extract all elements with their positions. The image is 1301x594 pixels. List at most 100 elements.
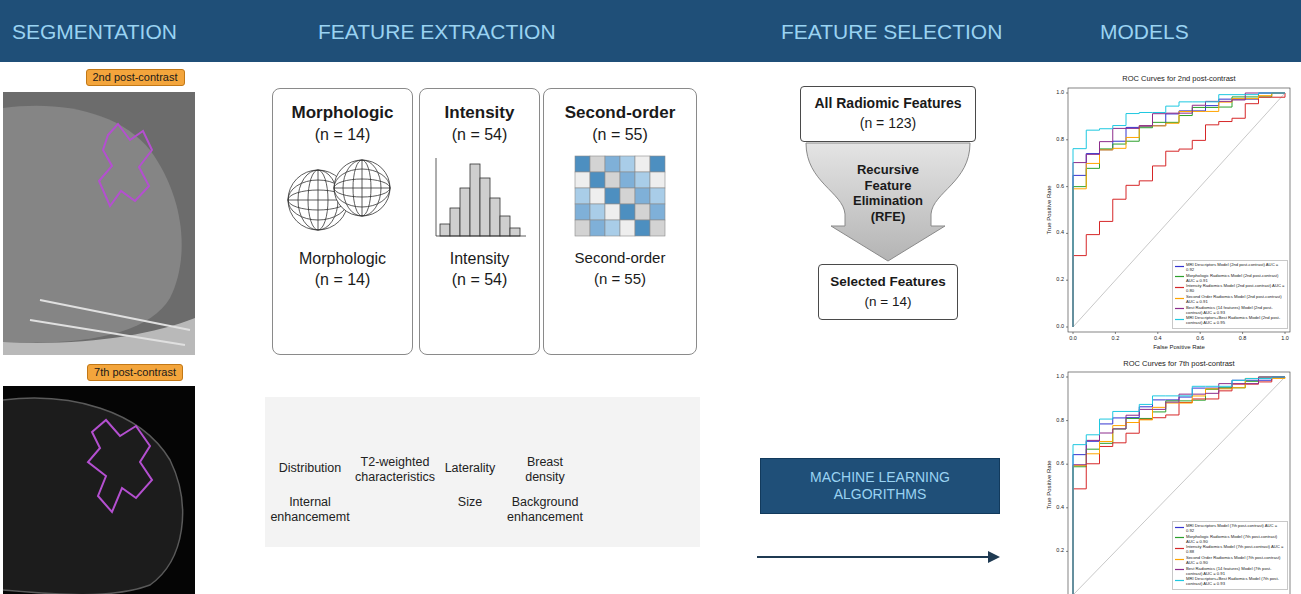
tick-label: 1.0	[1281, 336, 1289, 342]
legend-entry: Second Order Radiomics Model (7th post-c…	[1175, 556, 1285, 566]
descriptor-caption: Size	[440, 495, 500, 510]
chart-legend: MRI Descriptors Model (7th post-contrast…	[1172, 521, 1288, 590]
tick-label: 0.8	[1056, 418, 1064, 424]
histogram-bar	[510, 228, 520, 236]
feature-text: Intensity	[424, 249, 535, 268]
count-text: All Radiomic Features	[805, 95, 971, 112]
funnel-arrow: Recursive Feature Elimination (RFE)	[805, 142, 971, 262]
legend-text: Intensity Radiomics Model (7th post-cont…	[1186, 545, 1285, 555]
roc-charts	[1066, 88, 1290, 594]
breast-outline	[3, 398, 183, 594]
grid-cell	[650, 172, 665, 188]
axis-label: True Positive Rate	[1046, 185, 1052, 234]
legend-line	[1175, 317, 1184, 322]
feature-text: Second-order	[548, 249, 692, 267]
grid-cell	[635, 188, 650, 204]
tick-mark	[1242, 332, 1243, 334]
histogram-icon	[436, 158, 526, 236]
grid-cell	[635, 156, 650, 172]
grid-cell	[650, 220, 665, 236]
grid-cell	[575, 156, 590, 172]
tick-label: 0.4	[1154, 336, 1162, 342]
grid-cell	[590, 220, 605, 236]
grid-cell	[635, 204, 650, 220]
feature-text: Intensity	[424, 103, 535, 123]
tick-label: 0.4	[1056, 231, 1064, 237]
grid-cell	[590, 188, 605, 204]
histogram-bar	[500, 216, 510, 236]
legend-line	[1175, 535, 1184, 540]
grid-cell	[575, 172, 590, 188]
tick-label: 0.2	[1056, 277, 1064, 283]
tick-mark	[1066, 233, 1068, 234]
tag-text: 2nd post-contrast	[93, 71, 178, 84]
legend-line	[1175, 264, 1184, 269]
tick-mark	[1073, 332, 1074, 334]
grid-cell	[605, 220, 620, 236]
count-text: (n = 123)	[805, 115, 971, 132]
tick-mark	[1066, 551, 1068, 552]
legend-line	[1175, 557, 1184, 562]
tick-label: 0.0	[1069, 336, 1077, 342]
legend-line	[1175, 285, 1184, 290]
legend-entry: Best Radiomics (14 features) Model (2nd …	[1175, 306, 1285, 316]
descriptor-caption: T2-weighted characteristics	[348, 455, 443, 485]
grid-cell	[575, 220, 590, 236]
section-heading: SEGMENTATION	[12, 19, 177, 44]
roc-plot	[1066, 88, 1290, 334]
legend-text: Best Radiomics (14 features) Model (2nd …	[1186, 306, 1285, 316]
tick-label: 1.0	[1056, 374, 1064, 380]
legend-entry: MRI Descriptors Model (7th post-contrast…	[1175, 524, 1285, 534]
legend-text: Second Order Radiomics Model (7th post-c…	[1186, 556, 1285, 566]
legend-text: Intensity Radiomics Model (2nd post-cont…	[1186, 284, 1285, 294]
chart-title: ROC Curves for 7th post-contrast	[1123, 360, 1234, 368]
axis-label: False Positive Rate	[1153, 344, 1205, 350]
legend-entry: Intensity Radiomics Model (2nd post-cont…	[1175, 284, 1285, 294]
sphere-icon	[288, 160, 390, 230]
plot-frame	[1068, 372, 1290, 594]
grid-cell	[635, 172, 650, 188]
feature-group-box: Intensity(n = 54)Intensity(n = 54)	[419, 88, 540, 355]
tick-label: 0.4	[1056, 505, 1064, 511]
feature-text: (n = 54)	[424, 125, 535, 144]
funnel-text: Recursive Feature Elimination (RFE)	[843, 162, 933, 224]
tick-label: 1.0	[1056, 90, 1064, 96]
tick-label: 0.8	[1239, 336, 1247, 342]
tick-mark	[1066, 377, 1068, 378]
histogram-axis	[436, 158, 437, 236]
legend-text: Morphologic Radiomics Model (2nd post-co…	[1186, 274, 1285, 284]
histogram-bar	[480, 178, 490, 236]
grid-cell	[620, 188, 635, 204]
count-box: All Radiomic Features (n = 123)	[800, 86, 976, 142]
breast-tissue	[3, 106, 182, 343]
descriptor-caption: Distribution	[265, 461, 355, 476]
mri-image	[3, 386, 195, 594]
legend-entry: Intensity Radiomics Model (7th post-cont…	[1175, 545, 1285, 555]
tick-label: 0.8	[1056, 137, 1064, 143]
header-band: SEGMENTATIONFEATURE EXTRACTIONFEATURE SE…	[0, 0, 1301, 62]
section-heading: MODELS	[1100, 19, 1189, 44]
funnel-outline	[806, 143, 970, 261]
feature-group-box: Morphologic(n = 14)Morphologic(n = 14)	[272, 88, 413, 355]
sphere	[334, 160, 390, 216]
legend-text: MRI Descriptors Model (2nd post-contrast…	[1186, 263, 1285, 273]
grid-cell	[575, 188, 590, 204]
legend-text: Morphologic Radiomics Model (7th post-co…	[1186, 535, 1285, 545]
tick-mark	[1115, 332, 1116, 334]
lesion-contour	[88, 420, 152, 512]
tick-mark	[1200, 332, 1201, 334]
histogram-bar	[470, 164, 480, 236]
grid-cell	[605, 188, 620, 204]
texture-grid-icon	[575, 156, 665, 236]
mri-background	[3, 386, 195, 594]
count-text: Selected Features	[823, 274, 953, 290]
tick-label: 0.0	[1056, 324, 1064, 330]
grid-cell	[590, 204, 605, 220]
grid-cell	[650, 188, 665, 204]
grid-cell	[620, 204, 635, 220]
chest-wall	[3, 318, 195, 355]
tick-label: 0.6	[1196, 336, 1204, 342]
grid-cell	[620, 220, 635, 236]
feature-text: (n = 14)	[277, 125, 408, 144]
